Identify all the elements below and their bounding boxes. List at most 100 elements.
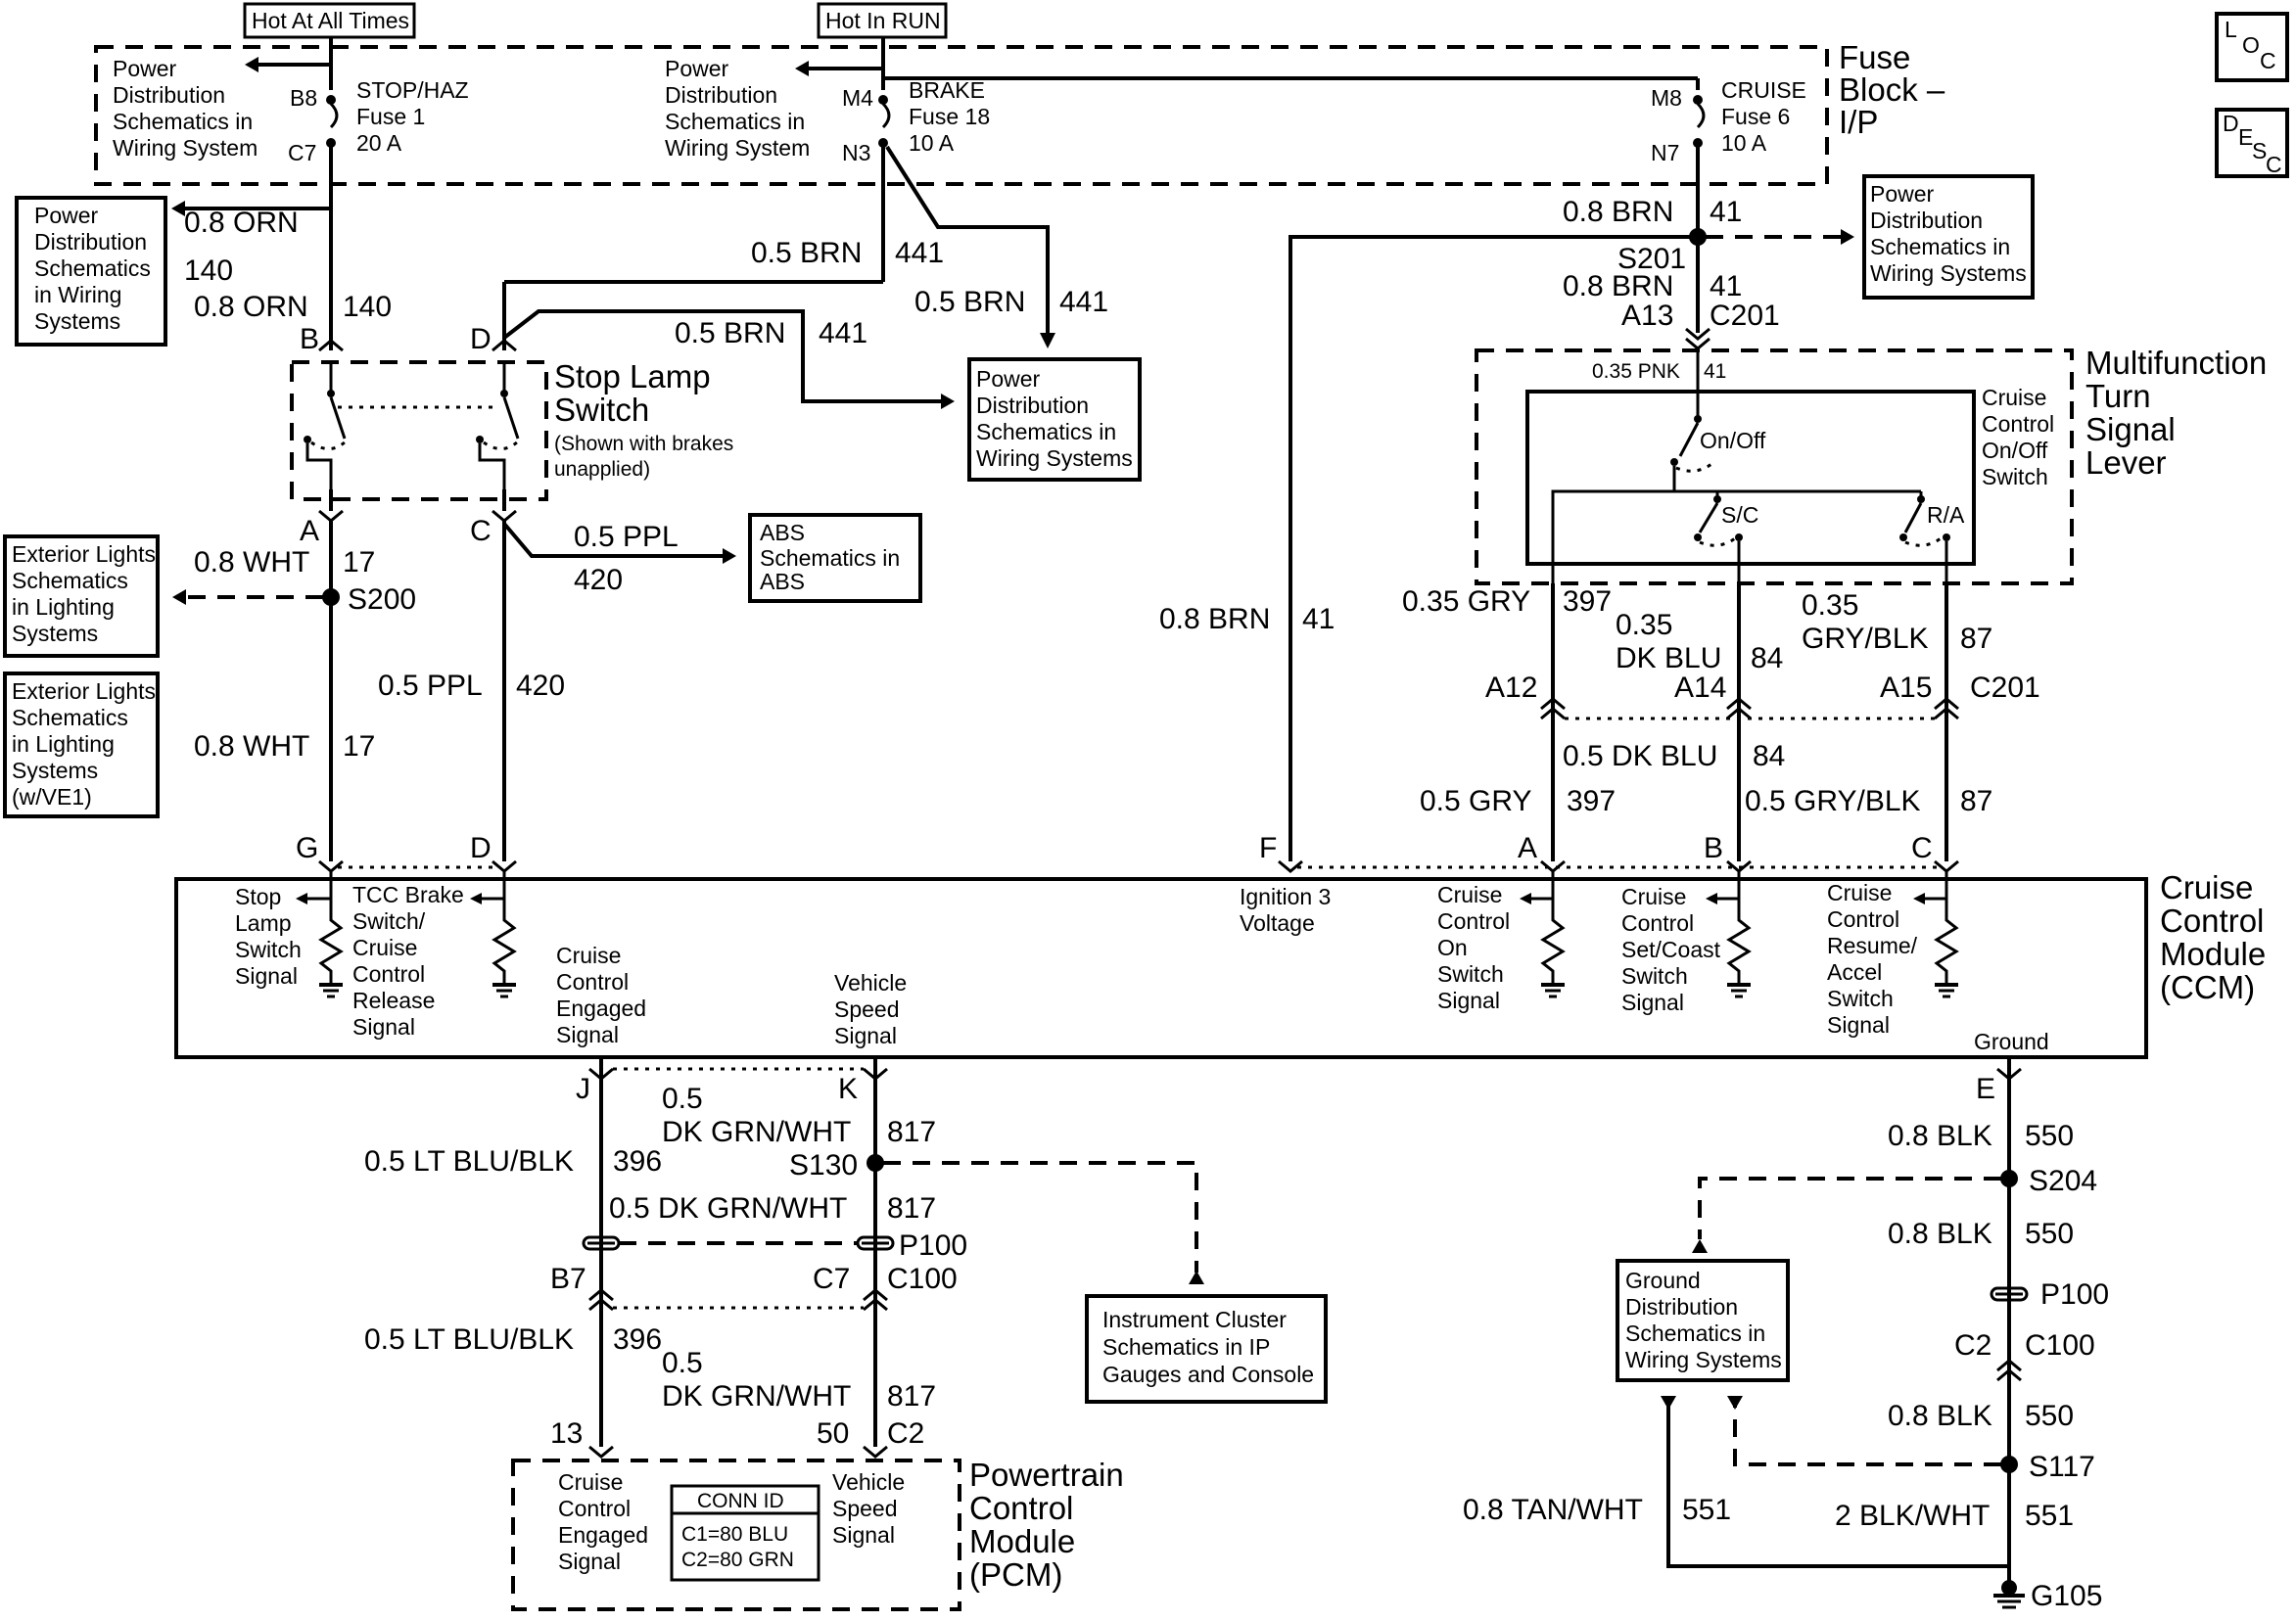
ref-power-distribution-right: Power Distribution Schematics in Wiring … — [1862, 174, 2035, 300]
svg-text:On/Off: On/Off — [1982, 438, 2048, 463]
svg-text:Control: Control — [556, 969, 629, 995]
svg-text:Lever: Lever — [2085, 444, 2167, 481]
svg-text:B7: B7 — [550, 1263, 586, 1295]
svg-text:0.5 GRY/BLK: 0.5 GRY/BLK — [1745, 785, 1921, 817]
svg-text:Instrument Cluster: Instrument Cluster — [1102, 1307, 1287, 1332]
svg-text:Control: Control — [352, 961, 425, 987]
multifunction-turn-signal-lever: Multifunction Turn Signal Lever Cruise C… — [1475, 345, 2267, 585]
svg-text:Hot At All Times: Hot At All Times — [252, 8, 409, 33]
svg-text:Power: Power — [665, 56, 729, 81]
svg-text:(w/VE1): (w/VE1) — [12, 784, 92, 810]
svg-text:0.35 PNK: 0.35 PNK — [1592, 360, 1680, 383]
svg-text:Voltage: Voltage — [1240, 910, 1315, 936]
svg-text:in Wiring: in Wiring — [34, 282, 121, 307]
pin-a: A — [300, 515, 319, 547]
svg-text:41: 41 — [1710, 196, 1742, 228]
svg-text:Wiring System: Wiring System — [665, 135, 810, 161]
svg-text:L: L — [2225, 17, 2237, 42]
svg-text:Wiring Systems: Wiring Systems — [976, 445, 1133, 471]
svg-text:Signal: Signal — [556, 1022, 619, 1047]
svg-text:Speed: Speed — [832, 1496, 898, 1521]
svg-text:0.5 LT BLU/BLK: 0.5 LT BLU/BLK — [364, 1145, 574, 1178]
svg-text:N3: N3 — [842, 140, 870, 165]
svg-text:Accel: Accel — [1827, 959, 1882, 985]
svg-text:10 A: 10 A — [1721, 130, 1767, 156]
svg-text:GRY/BLK: GRY/BLK — [1802, 623, 1929, 655]
svg-text:0.5 BRN: 0.5 BRN — [751, 237, 862, 269]
svg-text:Distribution: Distribution — [976, 393, 1089, 418]
svg-text:0.5 LT BLU/BLK: 0.5 LT BLU/BLK — [364, 1323, 574, 1356]
svg-text:Multifunction: Multifunction — [2085, 345, 2267, 381]
svg-text:Cruise: Cruise — [1982, 385, 2046, 410]
svg-text:B8: B8 — [290, 85, 317, 111]
ccm-on-switch-signal: Cruise Control On Switch Signal — [1437, 871, 1566, 1013]
svg-text:10 A: 10 A — [909, 130, 955, 156]
svg-text:TCC Brake: TCC Brake — [352, 882, 464, 907]
svg-text:Speed: Speed — [834, 996, 900, 1022]
svg-text:550: 550 — [2025, 1120, 2074, 1152]
svg-text:17: 17 — [343, 730, 375, 763]
svg-text:C: C — [2260, 48, 2276, 73]
svg-text:0.8 BLK: 0.8 BLK — [1888, 1218, 1992, 1250]
svg-text:550: 550 — [2025, 1400, 2074, 1432]
svg-text:0.5 DK GRN/WHT: 0.5 DK GRN/WHT — [609, 1192, 847, 1225]
svg-text:Engaged: Engaged — [556, 996, 646, 1021]
svg-text:550: 550 — [2025, 1218, 2074, 1250]
svg-text:Release: Release — [352, 988, 435, 1013]
svg-text:817: 817 — [887, 1192, 936, 1225]
svg-text:G105: G105 — [2031, 1580, 2102, 1612]
svg-text:Exterior Lights: Exterior Lights — [12, 678, 156, 704]
svg-text:Schematics in: Schematics in — [113, 109, 253, 134]
svg-text:0.5 GRY: 0.5 GRY — [1420, 785, 1532, 817]
svg-text:Schematics in IP: Schematics in IP — [1102, 1334, 1270, 1360]
svg-text:C100: C100 — [2025, 1329, 2095, 1362]
svg-text:Lamp: Lamp — [235, 910, 292, 936]
svg-text:A13: A13 — [1621, 300, 1673, 332]
svg-text:O: O — [2242, 32, 2260, 58]
svg-text:Systems: Systems — [34, 308, 120, 334]
svg-text:DK BLU: DK BLU — [1616, 642, 1721, 674]
svg-text:F: F — [1259, 832, 1277, 864]
ref-instrument-cluster: Instrument Cluster Schematics in IP Gaug… — [1085, 1294, 1328, 1404]
svg-text:Switch: Switch — [554, 392, 649, 428]
svg-text:Cruise: Cruise — [2160, 869, 2253, 905]
ccm-setcoast-signal: Cruise Control Set/Coast Switch Signal — [1621, 871, 1752, 1015]
svg-text:C7: C7 — [288, 140, 316, 165]
svg-text:Signal: Signal — [832, 1522, 895, 1548]
svg-text:R/A: R/A — [1927, 502, 1965, 528]
splice-s117 — [2000, 1456, 2018, 1473]
svg-text:E: E — [2238, 124, 2253, 150]
svg-text:C201: C201 — [1710, 300, 1780, 332]
svg-text:0.8 BRN: 0.8 BRN — [1563, 270, 1673, 302]
cruise-control-module: G D F A B C Cruise Control Module (CCM) … — [174, 832, 2266, 1059]
svg-text:in Lighting: in Lighting — [12, 594, 115, 620]
svg-text:P100: P100 — [2040, 1278, 2109, 1311]
svg-text:420: 420 — [574, 564, 623, 596]
desc-icon[interactable]: D E S C — [2215, 108, 2289, 178]
svg-text:817: 817 — [887, 1380, 936, 1413]
svg-text:Distribution: Distribution — [1870, 208, 1983, 233]
loc-icon[interactable]: L O C — [2215, 12, 2289, 82]
svg-text:Distribution: Distribution — [34, 229, 147, 255]
svg-text:817: 817 — [887, 1116, 936, 1148]
ref-power-distribution-2: Power Distribution Schematics in Wiring … — [665, 56, 810, 161]
svg-text:J: J — [576, 1073, 590, 1105]
svg-text:Control: Control — [969, 1490, 1073, 1526]
fuse-block-title-3: I/P — [1839, 104, 1878, 140]
svg-text:Powertrain: Powertrain — [969, 1457, 1124, 1493]
fuse-block-title-2: Block – — [1839, 71, 1945, 108]
ccm-stop-lamp-signal: Stop Lamp Switch Signal — [235, 871, 344, 998]
svg-text:Turn: Turn — [2085, 378, 2151, 414]
svg-text:Signal: Signal — [558, 1549, 621, 1574]
svg-text:E: E — [1976, 1073, 1995, 1105]
svg-text:Fuse 18: Fuse 18 — [909, 104, 990, 129]
ref-ground-distribution: Ground Distribution Schematics in Wiring… — [1616, 1259, 1790, 1382]
svg-text:S117: S117 — [2029, 1451, 2095, 1483]
svg-text:Module: Module — [969, 1523, 1075, 1559]
svg-text:in Lighting: in Lighting — [12, 731, 115, 757]
svg-text:Signal: Signal — [1621, 990, 1684, 1015]
svg-text:Switch: Switch — [1827, 986, 1894, 1011]
svg-text:S/C: S/C — [1721, 502, 1758, 528]
ccm-ignition-3-voltage: Ignition 3 Voltage — [1240, 884, 1331, 936]
svg-text:Stop: Stop — [235, 884, 281, 909]
